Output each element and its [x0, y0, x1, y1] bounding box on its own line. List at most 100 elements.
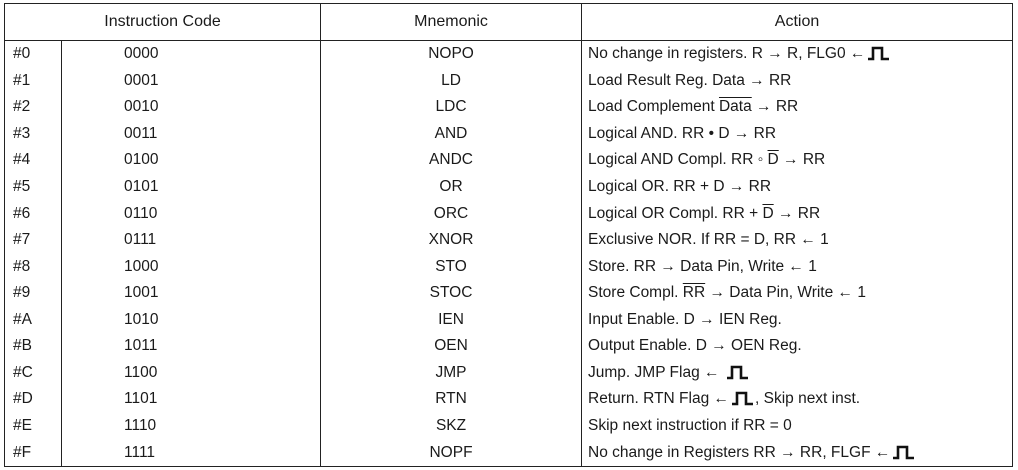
mnemonic: LD	[320, 67, 583, 95]
action: Logical AND. RR • D → RR	[581, 120, 1014, 148]
instruction-code: 1010	[60, 306, 322, 334]
mnemonic: ORC	[320, 200, 583, 227]
action-complement-text: Data	[718, 98, 752, 116]
instruction-code: 1111	[60, 439, 322, 468]
instruction-code: 0101	[60, 173, 322, 201]
action: Jump. JMP Flag ←	[581, 359, 1014, 387]
action-text: No change in registers. R → R, FLG0 ←	[588, 45, 866, 63]
action-complement-text: RR	[682, 284, 706, 302]
mnemonic: NOPO	[320, 40, 583, 68]
action-text: Logical OR. RR + D → RR	[588, 178, 772, 196]
action-text: Load Complement	[588, 98, 719, 116]
row-index: #4	[4, 147, 62, 174]
action: Store Compl. RR → Data Pin, Write ← 1	[581, 279, 1014, 307]
row-index: #6	[4, 200, 62, 227]
action-complement-text: D	[762, 204, 774, 222]
instruction-code: 0110	[60, 200, 322, 227]
instruction-code: 1110	[60, 412, 322, 440]
action: Store. RR → Data Pin, Write ← 1	[581, 253, 1014, 280]
action-text: Store. RR → Data Pin, Write ← 1	[588, 257, 817, 275]
instruction-code: 0100	[60, 147, 322, 174]
pulse-waveform-icon	[726, 365, 748, 380]
row-index: #2	[4, 94, 62, 121]
instruction-code: 0000	[60, 40, 322, 68]
action: Logical OR. RR + D → RR	[581, 173, 1014, 201]
row-index: #1	[4, 67, 62, 95]
action-text: Input Enable. D → IEN Reg.	[588, 310, 782, 328]
mnemonic: AND	[320, 120, 583, 148]
row-index: #8	[4, 253, 62, 280]
instruction-code: 1100	[60, 359, 322, 387]
action-text: Skip next instruction if RR = 0	[588, 416, 792, 434]
action-text: → Data Pin, Write ← 1	[705, 284, 866, 302]
action-text: Logical AND. RR • D → RR	[588, 124, 777, 142]
action: Skip next instruction if RR = 0	[581, 412, 1014, 440]
mnemonic: ANDC	[320, 147, 583, 174]
row-index: #E	[4, 412, 62, 440]
pulse-waveform-icon	[732, 392, 753, 406]
mnemonic: JMP	[320, 359, 583, 387]
action-text: → RR	[751, 98, 799, 116]
action-text: Jump. JMP Flag ←	[588, 363, 724, 381]
action-text: → RR	[773, 204, 821, 222]
action-text: Exclusive NOR. If RR = D, RR ← 1	[588, 231, 829, 249]
row-index: #A	[4, 306, 62, 334]
header-action: Action	[581, 3, 1014, 41]
instruction-code: 0011	[60, 120, 322, 148]
row-index: #0	[4, 40, 62, 68]
header-instruction-code: Instruction Code	[3, 3, 322, 41]
action-text: Output Enable. D → OEN Reg.	[588, 337, 802, 355]
action-text: Logical AND Compl. RR ◦	[588, 151, 768, 169]
action: Logical AND Compl. RR ◦ D → RR	[581, 147, 1014, 174]
action-text: , Skip next inst.	[755, 390, 861, 408]
pulse-waveform-icon	[893, 445, 915, 459]
action: Input Enable. D → IEN Reg.	[581, 306, 1014, 334]
action-text: Logical OR Compl. RR +	[588, 204, 763, 222]
instruction-code: 0111	[60, 226, 322, 254]
instruction-code: 1001	[60, 279, 322, 307]
mnemonic: IEN	[320, 306, 583, 334]
mnemonic: STOC	[320, 279, 583, 307]
row-index: #D	[4, 386, 62, 413]
action-complement-text: D	[767, 151, 779, 169]
action-text: Load Result Reg. Data → RR	[588, 71, 792, 89]
row-index: #5	[4, 173, 62, 201]
mnemonic: LDC	[320, 94, 583, 121]
mnemonic: SKZ	[320, 412, 583, 440]
row-index: #9	[4, 279, 62, 307]
action: Output Enable. D → OEN Reg.	[581, 333, 1014, 360]
action-text: No change in Registers RR → RR, FLGF ←	[588, 443, 891, 461]
action: Load Result Reg. Data → RR	[581, 67, 1014, 95]
row-index: #F	[4, 439, 62, 468]
action: Logical OR Compl. RR + D → RR	[581, 200, 1014, 227]
mnemonic: OR	[320, 173, 583, 201]
row-index: #B	[4, 333, 62, 360]
instruction-code: 1101	[60, 386, 322, 413]
action: Load Complement Data → RR	[581, 94, 1014, 121]
mnemonic: RTN	[320, 386, 583, 413]
action: No change in Registers RR → RR, FLGF ←	[581, 439, 1014, 468]
header-row: Instruction Code Mnemonic Action	[3, 3, 1014, 41]
instruction-code: 0010	[60, 94, 322, 121]
instruction-code: 0001	[60, 67, 322, 95]
pulse-waveform-icon	[868, 46, 890, 61]
mnemonic: XNOR	[320, 226, 583, 254]
action-text: Return. RTN Flag ←	[588, 390, 729, 408]
row-index: #7	[4, 226, 62, 254]
